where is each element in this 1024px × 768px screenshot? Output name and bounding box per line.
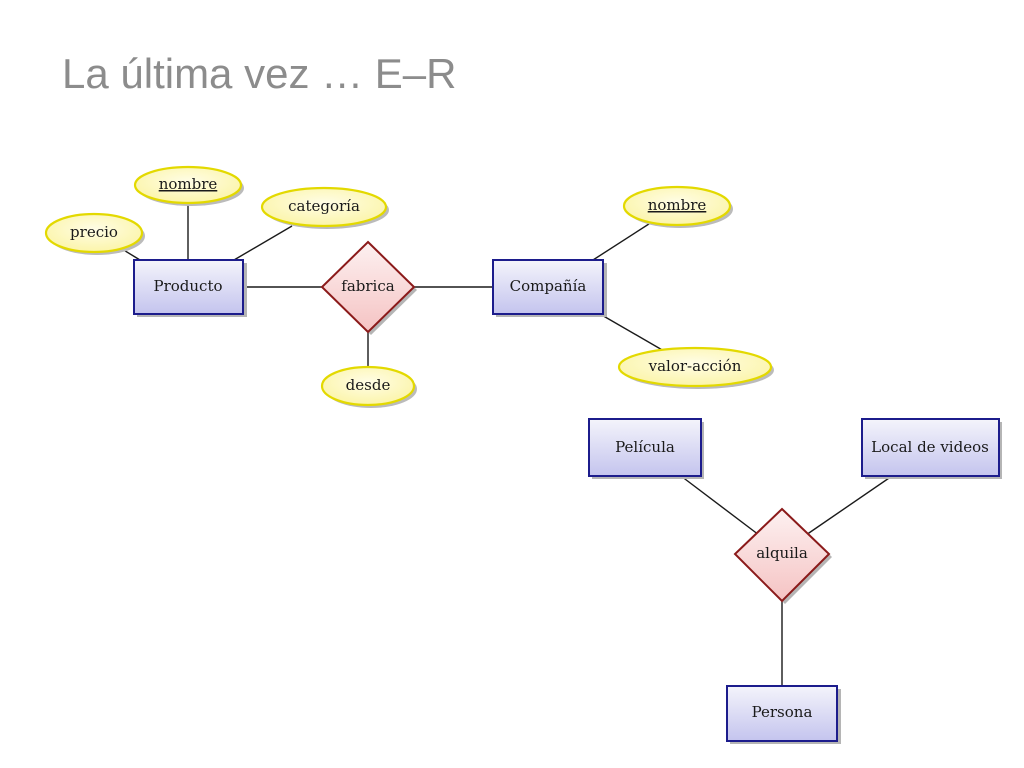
- attribute-producto-categoria: categoría: [260, 186, 389, 229]
- entity-local-de-videos-label: Local de videos: [871, 438, 989, 456]
- connector-local-alquila: [805, 475, 893, 536]
- entity-compania-label: Compañía: [510, 277, 587, 295]
- attribute-producto-nombre-label: nombre: [159, 175, 218, 193]
- attribute-compania-nombre: nombre: [622, 185, 733, 228]
- entity-producto: Producto: [133, 259, 247, 317]
- attribute-fabrica-desde-label: desde: [346, 376, 391, 394]
- entity-persona-label: Persona: [752, 703, 813, 721]
- attribute-fabrica-desde: desde: [320, 365, 417, 408]
- connector-compania-valor-accion: [599, 313, 665, 352]
- entity-producto-label: Producto: [153, 277, 222, 295]
- attribute-producto-nombre: nombre: [133, 165, 244, 206]
- attribute-compania-valor-accion: valor-acción: [617, 346, 774, 389]
- attribute-compania-nombre-label: nombre: [648, 196, 707, 214]
- connector-compania-nombre: [592, 221, 653, 261]
- relationship-alquila-label: alquila: [756, 544, 808, 562]
- entity-persona: Persona: [726, 685, 841, 744]
- entity-local-de-videos: Local de videos: [861, 418, 1002, 479]
- connector-pelicula-alquila: [680, 475, 760, 536]
- attribute-producto-precio: precio: [44, 212, 145, 255]
- relationship-alquila: alquila: [733, 507, 832, 604]
- attribute-producto-precio-label: precio: [70, 223, 118, 241]
- slide-title: La última vez … E–R: [62, 50, 457, 97]
- entity-compania: Compañía: [492, 259, 607, 317]
- connector-categoria-producto: [233, 225, 293, 261]
- relationship-fabrica-label: fabrica: [341, 277, 394, 295]
- connectors: [121, 205, 893, 686]
- entity-pelicula-label: Película: [615, 438, 675, 456]
- attribute-compania-valor-accion-label: valor-acción: [648, 357, 742, 375]
- attribute-producto-categoria-label: categoría: [288, 197, 360, 215]
- relationship-fabrica: fabrica: [320, 240, 417, 335]
- entity-pelicula: Película: [588, 418, 704, 479]
